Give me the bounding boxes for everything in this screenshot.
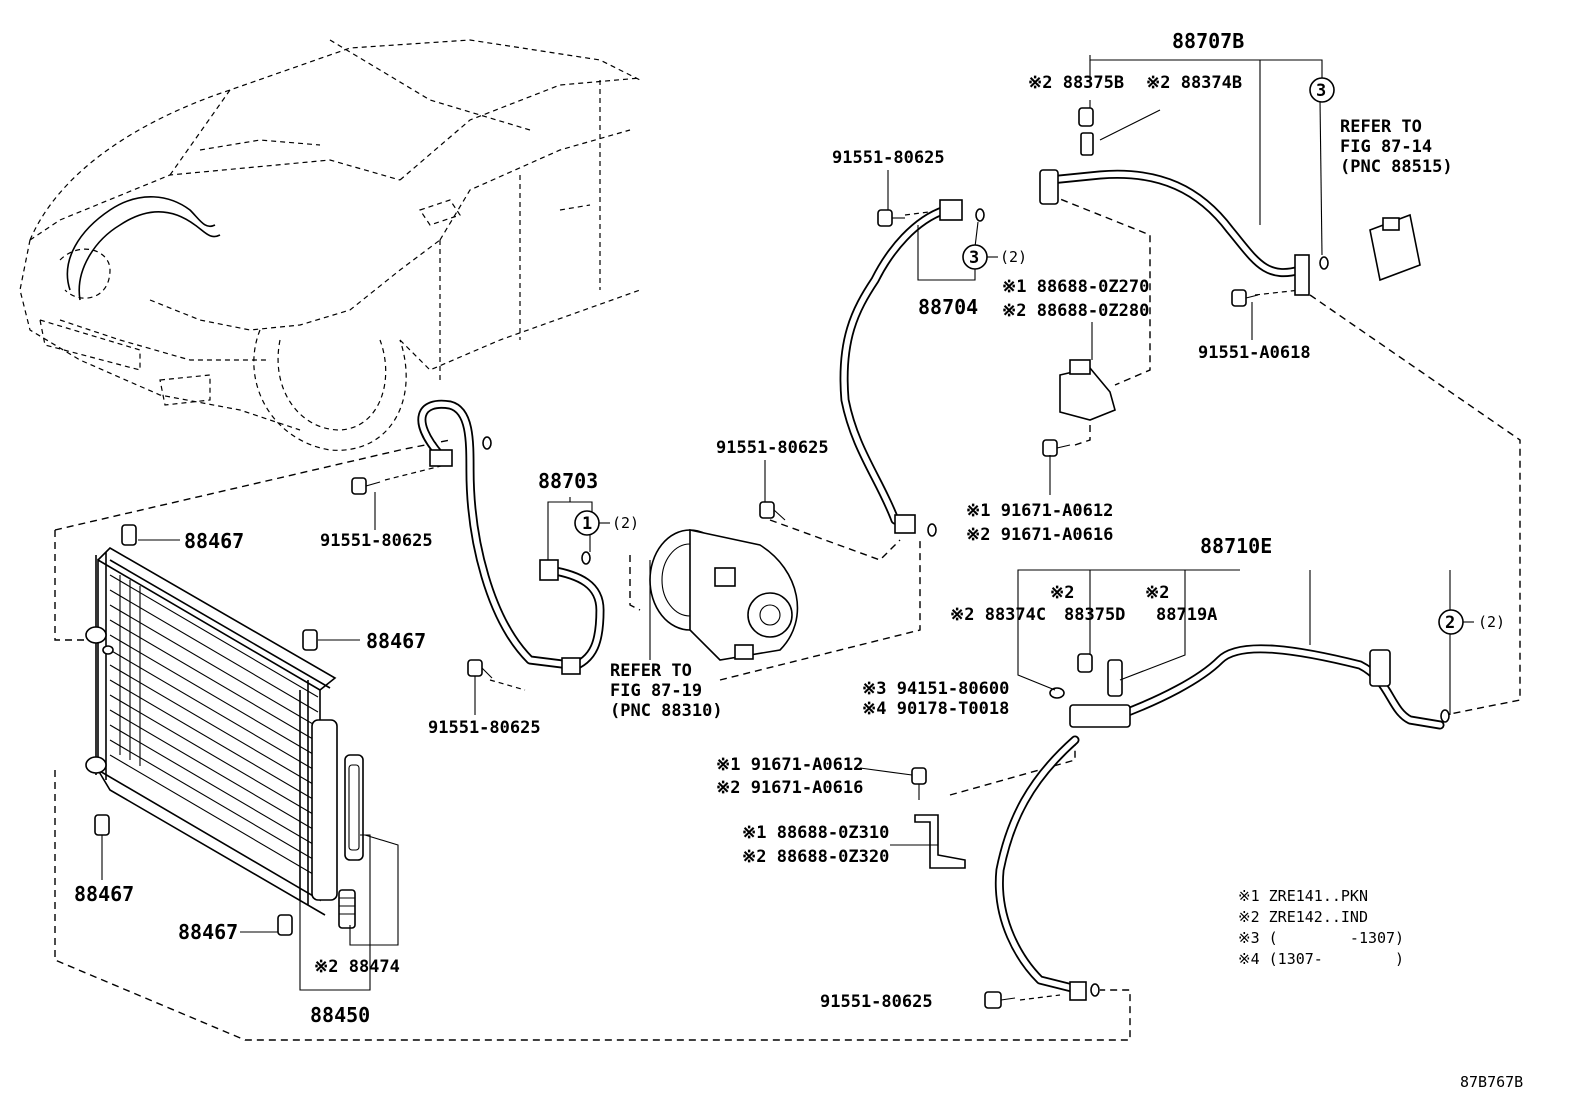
pressure-switch-icon xyxy=(1107,659,1123,697)
refer-fig87-14-line3: (PNC 88515) xyxy=(1340,157,1453,177)
label-88375B: ※2 88375B xyxy=(1028,73,1124,93)
label-88467-b: 88467 xyxy=(366,629,426,653)
note-line: ※1 ZRE141..PKN xyxy=(1238,887,1368,905)
applicability-notes: ※1 ZRE141..PKN ※2 ZRE142..IND ※3 ( -1307… xyxy=(1238,887,1404,968)
label-91671-A0616-b: ※2 91671-A0616 xyxy=(716,778,863,798)
refer-fig87-19-line2: FIG 87-19 xyxy=(610,681,702,701)
bushing-parts xyxy=(94,524,318,936)
note-2-b: ※2 xyxy=(1145,583,1169,603)
bolt-icon xyxy=(911,767,927,800)
label-91671-A0612-a: ※1 91671-A0612 xyxy=(966,501,1113,521)
refer-fig87-19-line1: REFER TO xyxy=(610,661,692,681)
bolt-icon xyxy=(1231,289,1259,307)
valve-cap-icon xyxy=(1077,653,1093,673)
refer-fig87-14-line1: REFER TO xyxy=(1340,117,1422,137)
label-91551-80625-c: 91551-80625 xyxy=(320,531,433,551)
o-ring-icon xyxy=(581,551,591,565)
label-88474: ※2 88474 xyxy=(314,957,400,977)
label-88467-c: 88467 xyxy=(74,882,134,906)
expansion-valve xyxy=(1369,213,1421,282)
bolt-icon xyxy=(351,477,381,495)
qty-2-a: (2) xyxy=(1000,248,1027,266)
note-2-a: ※2 xyxy=(1050,583,1074,603)
circle-1-number: 1 xyxy=(582,514,592,534)
label-91551-A0618: 91551-A0618 xyxy=(1198,343,1311,363)
bolt-icon xyxy=(759,501,786,521)
pipe-88710E xyxy=(994,644,1450,1001)
label-88703: 88703 xyxy=(538,469,598,493)
label-91551-80625-a: 91551-80625 xyxy=(832,148,945,168)
o-ring-icon xyxy=(1049,687,1065,699)
qty-2-b: (2) xyxy=(612,514,639,532)
valve-cap-icon xyxy=(1078,107,1094,127)
refer-fig87-14-line2: FIG 87-14 xyxy=(1340,137,1432,157)
bolt-icon xyxy=(877,209,905,227)
label-88467-a: 88467 xyxy=(184,529,244,553)
label-88688-0Z280: ※2 88688-0Z280 xyxy=(1002,301,1149,321)
circle-3-top-number: 3 xyxy=(1316,81,1326,101)
label-90178-T0018: ※4 90178-T0018 xyxy=(862,699,1009,719)
diagram-id: 87B767B xyxy=(1460,1073,1523,1091)
pipe-88707B xyxy=(1039,169,1329,296)
note-line: ※4 (1307- ) xyxy=(1238,950,1404,968)
circled-callouts xyxy=(574,77,1474,635)
bracket-88688-0Z270 xyxy=(1059,359,1116,421)
bolt-icon xyxy=(984,991,1016,1009)
label-88374C: ※2 88374C xyxy=(950,605,1046,625)
vehicle-outline xyxy=(19,39,641,451)
compressor xyxy=(649,529,799,661)
valve-core-icon xyxy=(1080,132,1094,156)
label-88450: 88450 xyxy=(310,1003,370,1027)
refer-fig87-19-line3: (PNC 88310) xyxy=(610,701,723,721)
part-labels: 88707B ※2 88375B ※2 88374B 3 REFER TO FI… xyxy=(74,29,1505,1027)
label-91551-80625-e: 91551-80625 xyxy=(820,992,933,1012)
suction-hose-88704 xyxy=(839,199,985,537)
label-91671-A0616-a: ※2 91671-A0616 xyxy=(966,525,1113,545)
label-88374B: ※2 88374B xyxy=(1146,73,1242,93)
discharge-hose-88703 xyxy=(417,399,605,675)
note-line: ※3 ( -1307) xyxy=(1238,929,1404,947)
bolt-icon xyxy=(467,659,493,679)
bolt-icon xyxy=(1042,439,1071,457)
label-88719A: 88719A xyxy=(1156,605,1217,625)
bracket-88688-0Z310 xyxy=(914,814,966,869)
label-88704: 88704 xyxy=(918,295,978,319)
label-88707B: 88707B xyxy=(1172,29,1244,53)
label-88375D: 88375D xyxy=(1064,605,1125,625)
note-line: ※2 ZRE142..IND xyxy=(1238,908,1368,926)
circle-2-number: 2 xyxy=(1445,613,1455,633)
label-88688-0Z270: ※1 88688-0Z270 xyxy=(1002,277,1149,297)
label-94151-80600: ※3 94151-80600 xyxy=(862,679,1009,699)
label-88688-0Z310: ※1 88688-0Z310 xyxy=(742,823,889,843)
hardware xyxy=(351,107,1259,1009)
label-88688-0Z320: ※2 88688-0Z320 xyxy=(742,847,889,867)
circle-3-mid-number: 3 xyxy=(969,248,979,268)
label-88467-d: 88467 xyxy=(178,920,238,944)
label-91671-A0612-b: ※1 91671-A0612 xyxy=(716,755,863,775)
label-91551-80625-d: 91551-80625 xyxy=(428,718,541,738)
qty-2-c: (2) xyxy=(1478,613,1505,631)
condenser-assembly xyxy=(85,547,364,929)
leader-lines xyxy=(101,55,1451,991)
label-88710E: 88710E xyxy=(1200,534,1272,558)
label-91551-80625-b: 91551-80625 xyxy=(716,438,829,458)
